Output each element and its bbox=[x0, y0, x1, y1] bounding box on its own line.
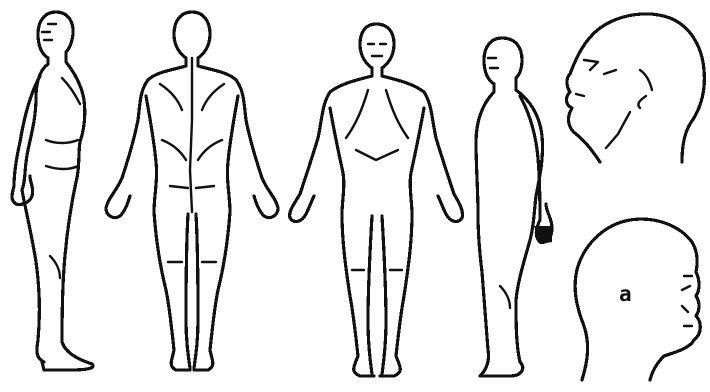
side-right-front bbox=[476, 92, 494, 272]
figure-back-view bbox=[106, 12, 278, 370]
back-shoulders-left-arm bbox=[106, 66, 186, 218]
side-left-leg-front bbox=[42, 182, 93, 370]
upper-head-outline bbox=[567, 14, 705, 162]
front-face bbox=[368, 44, 386, 56]
side-left-torso-front bbox=[66, 62, 85, 182]
head-profile-lower: a bbox=[575, 219, 700, 380]
back-spine bbox=[190, 58, 192, 212]
figure-side-view-right bbox=[476, 38, 552, 376]
side-right-arm bbox=[520, 96, 552, 242]
side-right-face bbox=[488, 58, 498, 68]
front-head bbox=[360, 24, 394, 76]
front-torso-right bbox=[410, 108, 424, 214]
side-left-head bbox=[38, 12, 73, 64]
back-torso-left bbox=[146, 96, 157, 212]
front-shoulders-left-arm bbox=[290, 76, 372, 221]
back-shoulders-right-arm bbox=[198, 66, 278, 218]
side-right-head bbox=[484, 38, 522, 92]
lower-head-outline bbox=[575, 219, 700, 380]
side-left-leg-back bbox=[22, 190, 44, 362]
side-left-knee bbox=[50, 256, 60, 278]
side-right-leg bbox=[480, 240, 530, 376]
side-right-knee bbox=[500, 286, 510, 308]
front-collar-lines bbox=[346, 90, 408, 160]
head-profile-upper bbox=[567, 14, 705, 162]
front-shoulders-right-arm bbox=[382, 76, 463, 221]
back-torso-right bbox=[227, 96, 238, 212]
upper-head-features bbox=[576, 60, 652, 148]
front-inner-legs bbox=[368, 216, 386, 374]
figure-side-view-left bbox=[12, 12, 93, 370]
side-left-face bbox=[42, 24, 56, 40]
front-torso-left bbox=[330, 108, 344, 214]
figure-front-view bbox=[290, 24, 463, 376]
lower-head-features bbox=[682, 276, 692, 326]
side-left-chest-lines bbox=[46, 78, 80, 169]
head-area-letter: a bbox=[619, 282, 632, 306]
back-inner-legs bbox=[186, 214, 198, 368]
